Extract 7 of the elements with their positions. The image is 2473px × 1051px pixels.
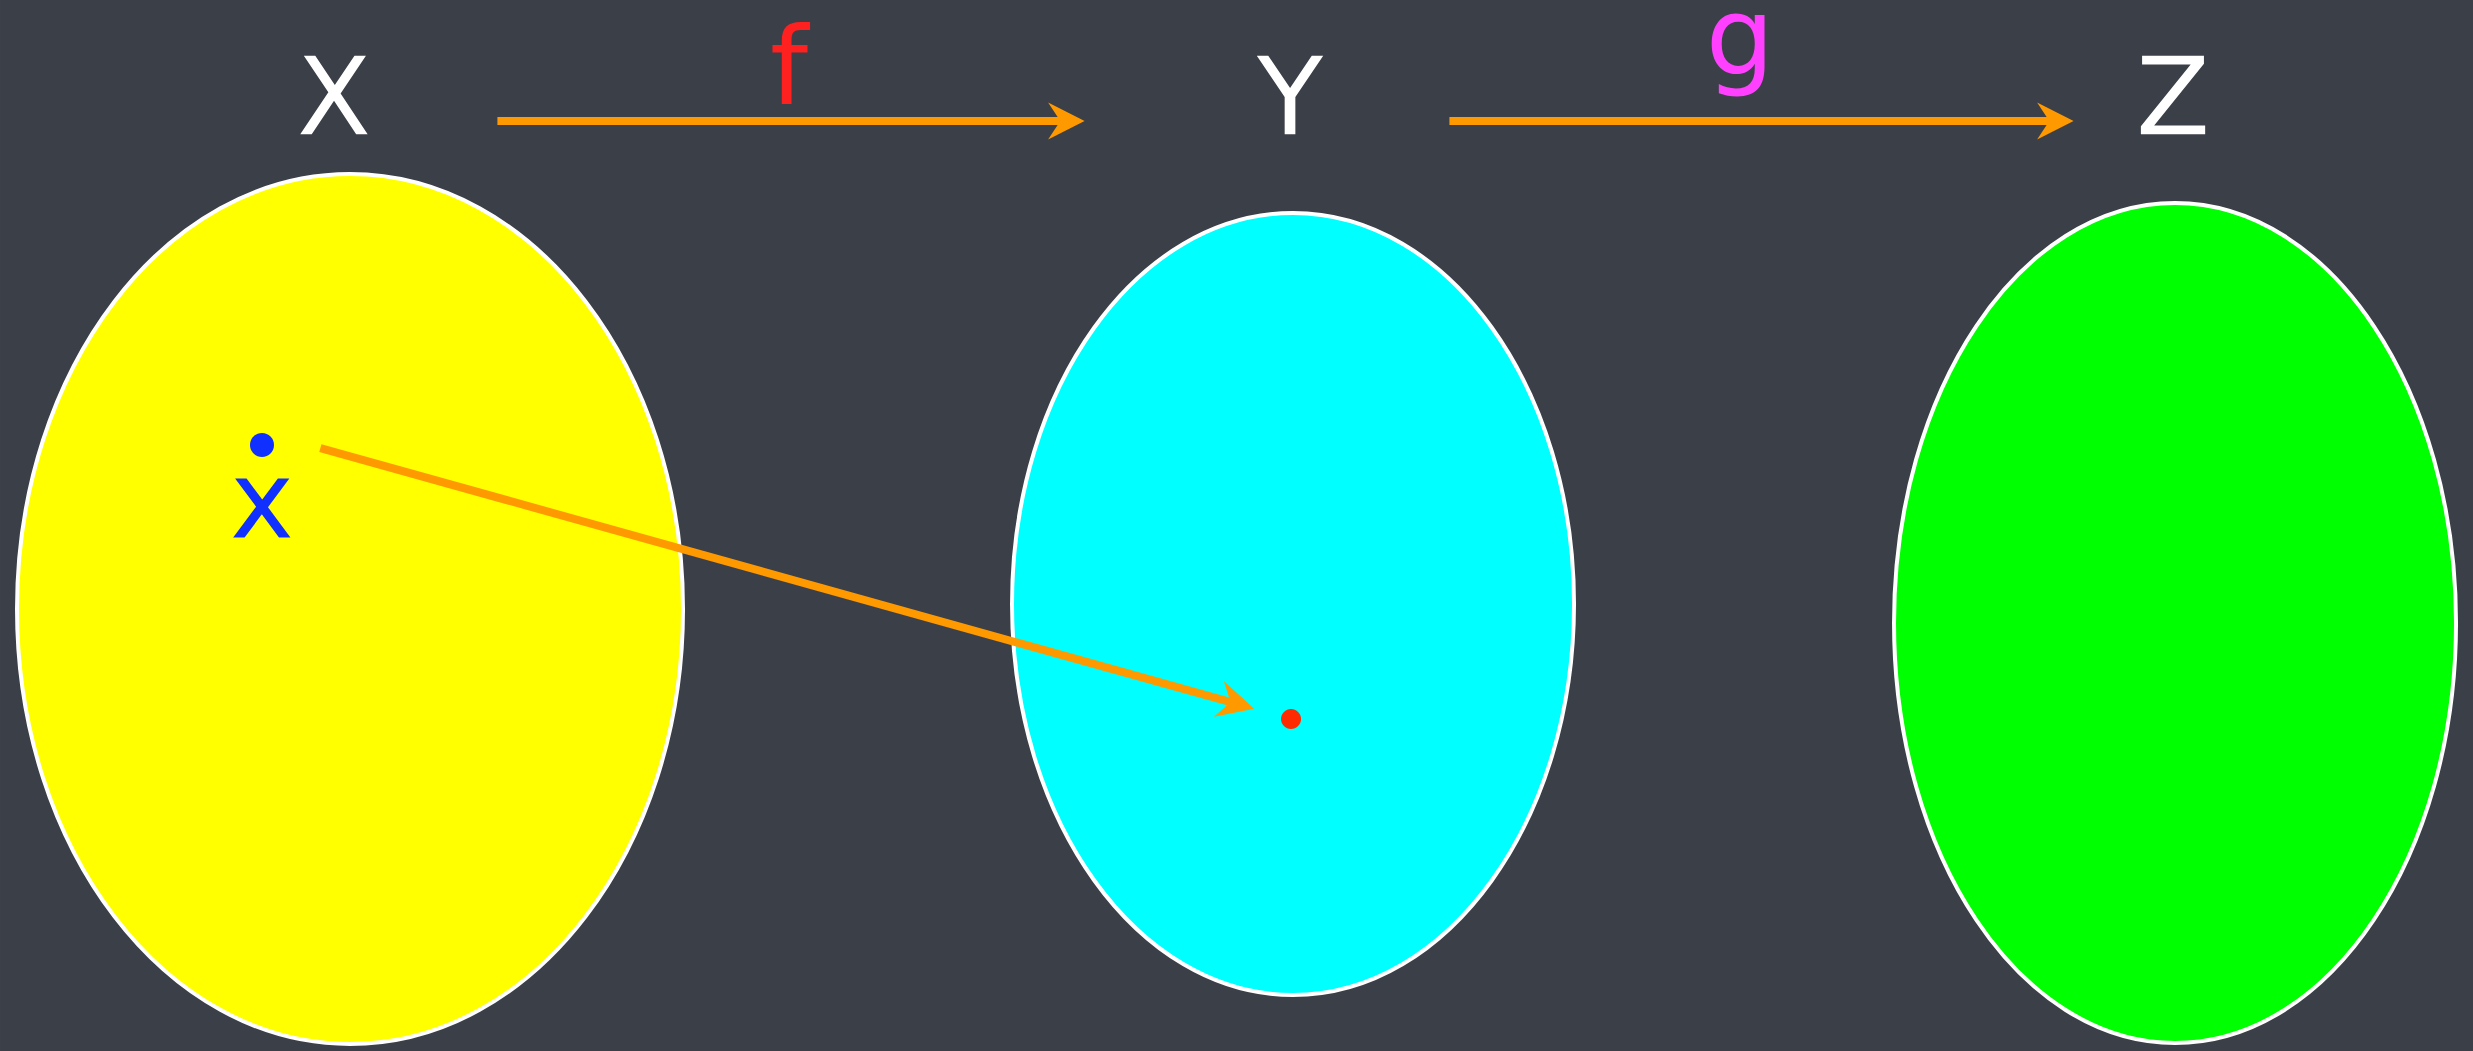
point-label: x [233, 433, 291, 538]
edge-label: f [772, 22, 811, 105]
set-label: X [300, 55, 368, 135]
set-label: Y [1256, 55, 1324, 135]
point-dot [1281, 709, 1301, 729]
edge-label: g [1711, 13, 1765, 97]
set-label: Z [2140, 55, 2206, 135]
